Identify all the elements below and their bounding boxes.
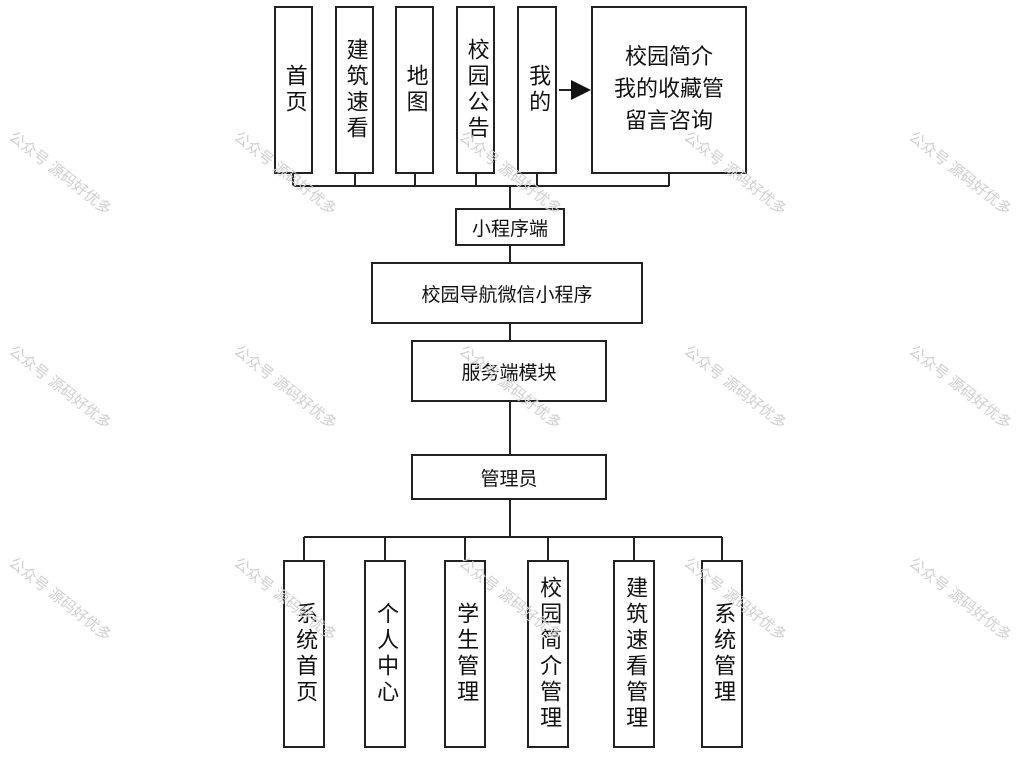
admin-item-personal-center: 个人中心 <box>364 560 406 748</box>
top-item-map: 地图 <box>395 6 434 174</box>
top-item-campus-notice: 校园公告 <box>456 6 495 174</box>
admin-item-system-home-label: 系统首页 <box>292 602 318 706</box>
admin-item-student-management: 学生管理 <box>444 560 486 748</box>
admin-label: 管理员 <box>480 467 538 490</box>
server-node: 服务端模块 <box>411 340 607 402</box>
app-label: 校园导航微信小程序 <box>421 283 593 306</box>
admin-item-personal-center-label: 个人中心 <box>373 602 399 706</box>
admin-item-building-quicklook-management: 建筑速看管理 <box>613 560 655 748</box>
admin-item-building-quicklook-management-label: 建筑速看管理 <box>622 576 648 732</box>
server-label: 服务端模块 <box>461 361 557 384</box>
admin-item-campus-intro-management: 校园简介管理 <box>527 560 569 748</box>
app-node: 校园导航微信小程序 <box>371 262 643 324</box>
admin-item-system-home: 系统首页 <box>283 560 325 748</box>
top-item-home: 首页 <box>274 6 313 174</box>
my-detail-line: 我的收藏管 <box>613 77 724 103</box>
admin-item-campus-intro-management-label: 校园简介管理 <box>536 576 562 732</box>
my-detail-line: 校园简介 <box>624 45 713 71</box>
admin-item-student-management-label: 学生管理 <box>453 602 479 706</box>
my-detail-text: 校园简介 我的收藏管 留言咨询 <box>614 42 724 138</box>
client-label: 小程序端 <box>471 217 548 240</box>
top-item-map-label: 地图 <box>402 64 428 116</box>
admin-item-system-management: 系统管理 <box>701 560 743 748</box>
top-item-mine-label: 我的 <box>525 64 551 116</box>
top-item-home-label: 首页 <box>281 64 307 116</box>
my-detail-line: 留言咨询 <box>624 108 713 134</box>
top-item-mine: 我的 <box>517 6 557 174</box>
top-item-building-quicklook: 建筑速看 <box>335 6 374 174</box>
top-item-campus-notice-label: 校园公告 <box>463 38 489 142</box>
admin-item-system-management-label: 系统管理 <box>710 602 736 706</box>
top-item-building-quicklook-label: 建筑速看 <box>342 38 368 142</box>
client-node: 小程序端 <box>455 208 565 246</box>
my-detail-box: 校园简介 我的收藏管 留言咨询 <box>591 6 747 174</box>
admin-node: 管理员 <box>411 454 607 500</box>
